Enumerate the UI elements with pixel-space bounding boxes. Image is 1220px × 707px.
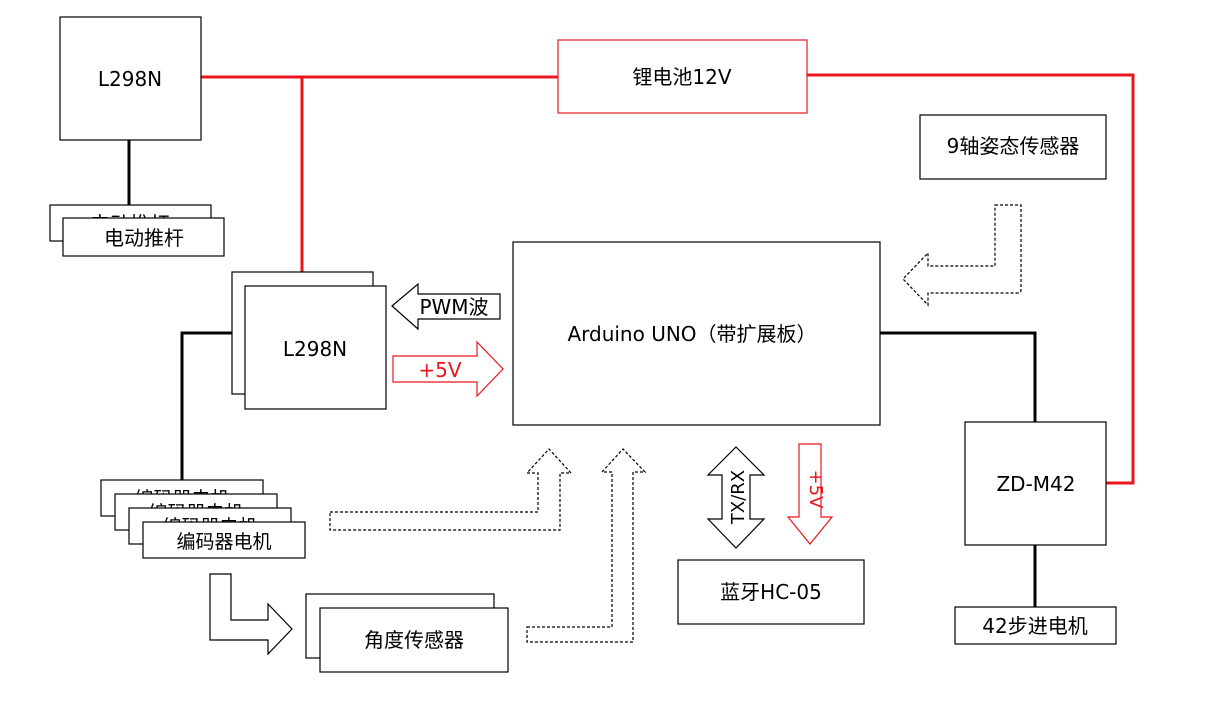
bluetooth-box: 蓝牙HC-05 bbox=[677, 559, 865, 625]
imu-box: 9轴姿态传感器 bbox=[919, 114, 1107, 180]
wire-l298n-encoder bbox=[180, 331, 232, 480]
txrx-arrow: TX/RX bbox=[706, 446, 766, 549]
stepper-motor-box: 42步进电机 bbox=[954, 606, 1117, 645]
actuator-front-label: 电动推杆 bbox=[104, 226, 184, 250]
battery-box: 锂电池12V bbox=[557, 39, 808, 114]
l298n-mid-stack: L298N bbox=[231, 271, 387, 410]
encoder-motor-4-label: 编码器电机 bbox=[176, 531, 271, 553]
pwm-arrow-label: PWM波 bbox=[419, 295, 488, 319]
encoder-to-arduino-arrow bbox=[329, 448, 573, 531]
l298n-top-box: L298N bbox=[59, 16, 202, 141]
plus5v-arrow-to-arduino: +5V bbox=[392, 340, 504, 398]
angle-sensor-stack: 角度传感器 bbox=[305, 593, 509, 673]
zd-m42-box: ZD-M42 bbox=[964, 421, 1107, 546]
plus5v-arrow-label: +5V bbox=[418, 358, 461, 382]
stepper-motor-label: 42步进电机 bbox=[982, 614, 1087, 638]
plus5v-to-bt-label: +5V bbox=[805, 470, 826, 510]
actuator-stack: 电动推杆 电动推杆 bbox=[49, 204, 225, 257]
encoder-to-angle-sensor-arrow bbox=[209, 573, 293, 656]
angle-sensor-label: 角度传感器 bbox=[364, 628, 464, 652]
l298n-top-label: L298N bbox=[98, 67, 162, 91]
wire-arduino-zd-m42 bbox=[880, 331, 1037, 422]
pwm-arrow: PWM波 bbox=[391, 282, 501, 331]
imu-to-arduino-arrow bbox=[902, 204, 1022, 307]
txrx-label: TX/RX bbox=[728, 470, 749, 525]
imu-label: 9轴姿态传感器 bbox=[947, 134, 1080, 158]
power-wire-to-zd-m42 bbox=[807, 73, 1135, 485]
angle-sensor-to-arduino-arrow bbox=[526, 448, 647, 643]
l298n-mid-label: L298N bbox=[283, 337, 347, 361]
bluetooth-label: 蓝牙HC-05 bbox=[720, 580, 822, 604]
battery-label: 锂电池12V bbox=[632, 65, 731, 89]
encoder-motor-stack: 编码器电机 编码器电机 编码器电机 编码器电机 bbox=[100, 479, 306, 559]
zd-m42-label: ZD-M42 bbox=[996, 472, 1075, 496]
arduino-label: Arduino UNO（带扩展板） bbox=[567, 322, 816, 346]
plus5v-arrow-to-bluetooth: +5V bbox=[786, 443, 834, 545]
arduino-box: Arduino UNO（带扩展板） bbox=[512, 241, 881, 426]
